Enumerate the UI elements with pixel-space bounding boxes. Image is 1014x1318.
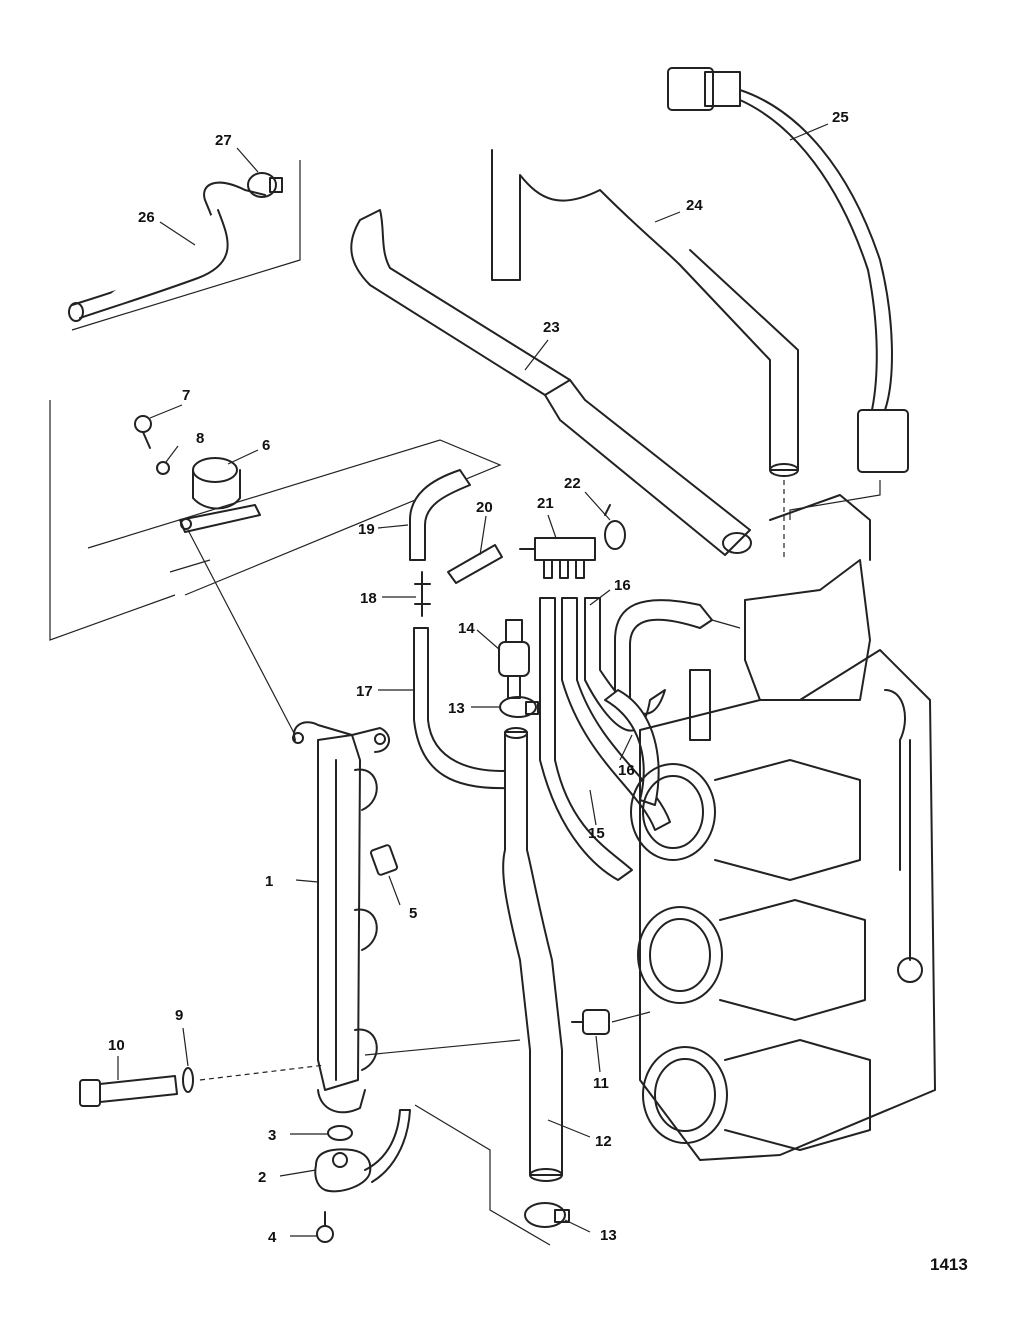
callout-19: 19 [358, 521, 375, 538]
callout-10: 10 [108, 1037, 125, 1054]
callout-4: 4 [268, 1229, 277, 1246]
part-20-hose [447, 544, 503, 584]
callout-26: 26 [138, 209, 155, 226]
callout-21: 21 [537, 495, 554, 512]
part-19-hose [409, 469, 471, 561]
group-boundary-lower [414, 1104, 551, 1246]
group-boundary-regulator [49, 400, 176, 641]
part-23-hose [350, 209, 752, 556]
callout-15: 15 [588, 825, 605, 842]
callout-20: 20 [476, 499, 493, 516]
callout-27: 27 [215, 132, 232, 149]
callout-leaders [117, 123, 829, 1237]
callout-22: 22 [564, 475, 581, 492]
figure-number: 1413 [930, 1255, 968, 1274]
part-13-clamp-upper [499, 696, 539, 718]
callout-23: 23 [543, 319, 560, 336]
callout-24: 24 [686, 197, 703, 214]
part-7-screw [134, 415, 152, 449]
leader-rail-to-regulator [187, 529, 296, 736]
callout-labels: 1 2 3 4 5 6 7 8 9 10 11 12 13 13 14 15 1… [108, 109, 849, 1246]
callout-13-lower: 13 [600, 1227, 617, 1244]
group-boundary-upper [71, 160, 301, 331]
callout-16-upper: 16 [614, 577, 631, 594]
part-12-hose [502, 727, 563, 1182]
callout-18: 18 [360, 590, 377, 607]
callout-5: 5 [409, 905, 417, 922]
part-27-clamp [247, 172, 283, 198]
part-1-fuel-rail [292, 721, 390, 1114]
leader-hose16-to-body [711, 619, 741, 629]
part-26-hose [68, 181, 266, 322]
callout-17: 17 [356, 683, 373, 700]
part-11-sensor [571, 1009, 610, 1035]
part-21-manifold [519, 537, 596, 579]
callout-16-lower: 16 [618, 762, 635, 779]
leader-rail-to-hose12 [364, 1039, 521, 1056]
part-13-clamp-lower [524, 1202, 570, 1228]
callout-2: 2 [258, 1169, 266, 1186]
callout-1: 1 [265, 873, 273, 890]
callout-9: 9 [175, 1007, 183, 1024]
callout-12: 12 [595, 1133, 612, 1150]
part-5-fitting [370, 844, 398, 876]
callout-13-upper: 13 [448, 700, 465, 717]
part-8-washer [156, 461, 170, 475]
part-2-fitting [314, 1109, 411, 1193]
part-14-valve [498, 619, 530, 699]
callout-11: 11 [593, 1075, 609, 1092]
part-9-washer [182, 1067, 194, 1093]
leader-bolt-to-rail [199, 1064, 326, 1081]
leader-regulator-pin [169, 559, 211, 573]
callout-14: 14 [458, 620, 475, 637]
part-25-wire-harness [667, 67, 909, 520]
callout-6: 6 [262, 437, 270, 454]
part-22-clamp [604, 504, 626, 550]
leader-sensor-to-body [611, 1011, 651, 1023]
part-3-o-ring [327, 1125, 353, 1141]
part-10-bolt [79, 1075, 178, 1107]
callout-3: 3 [268, 1127, 276, 1144]
callout-25: 25 [832, 109, 849, 126]
callout-8: 8 [196, 430, 204, 447]
callout-7: 7 [182, 387, 190, 404]
part-24-hose [491, 149, 799, 477]
part-18-fitting [414, 571, 431, 617]
part-4-screw [316, 1211, 334, 1243]
part-6-regulator [179, 457, 261, 533]
throttle-body-assembly [630, 494, 936, 1161]
part-16-hoses [539, 597, 713, 881]
group-boundary-bracket [87, 439, 502, 596]
